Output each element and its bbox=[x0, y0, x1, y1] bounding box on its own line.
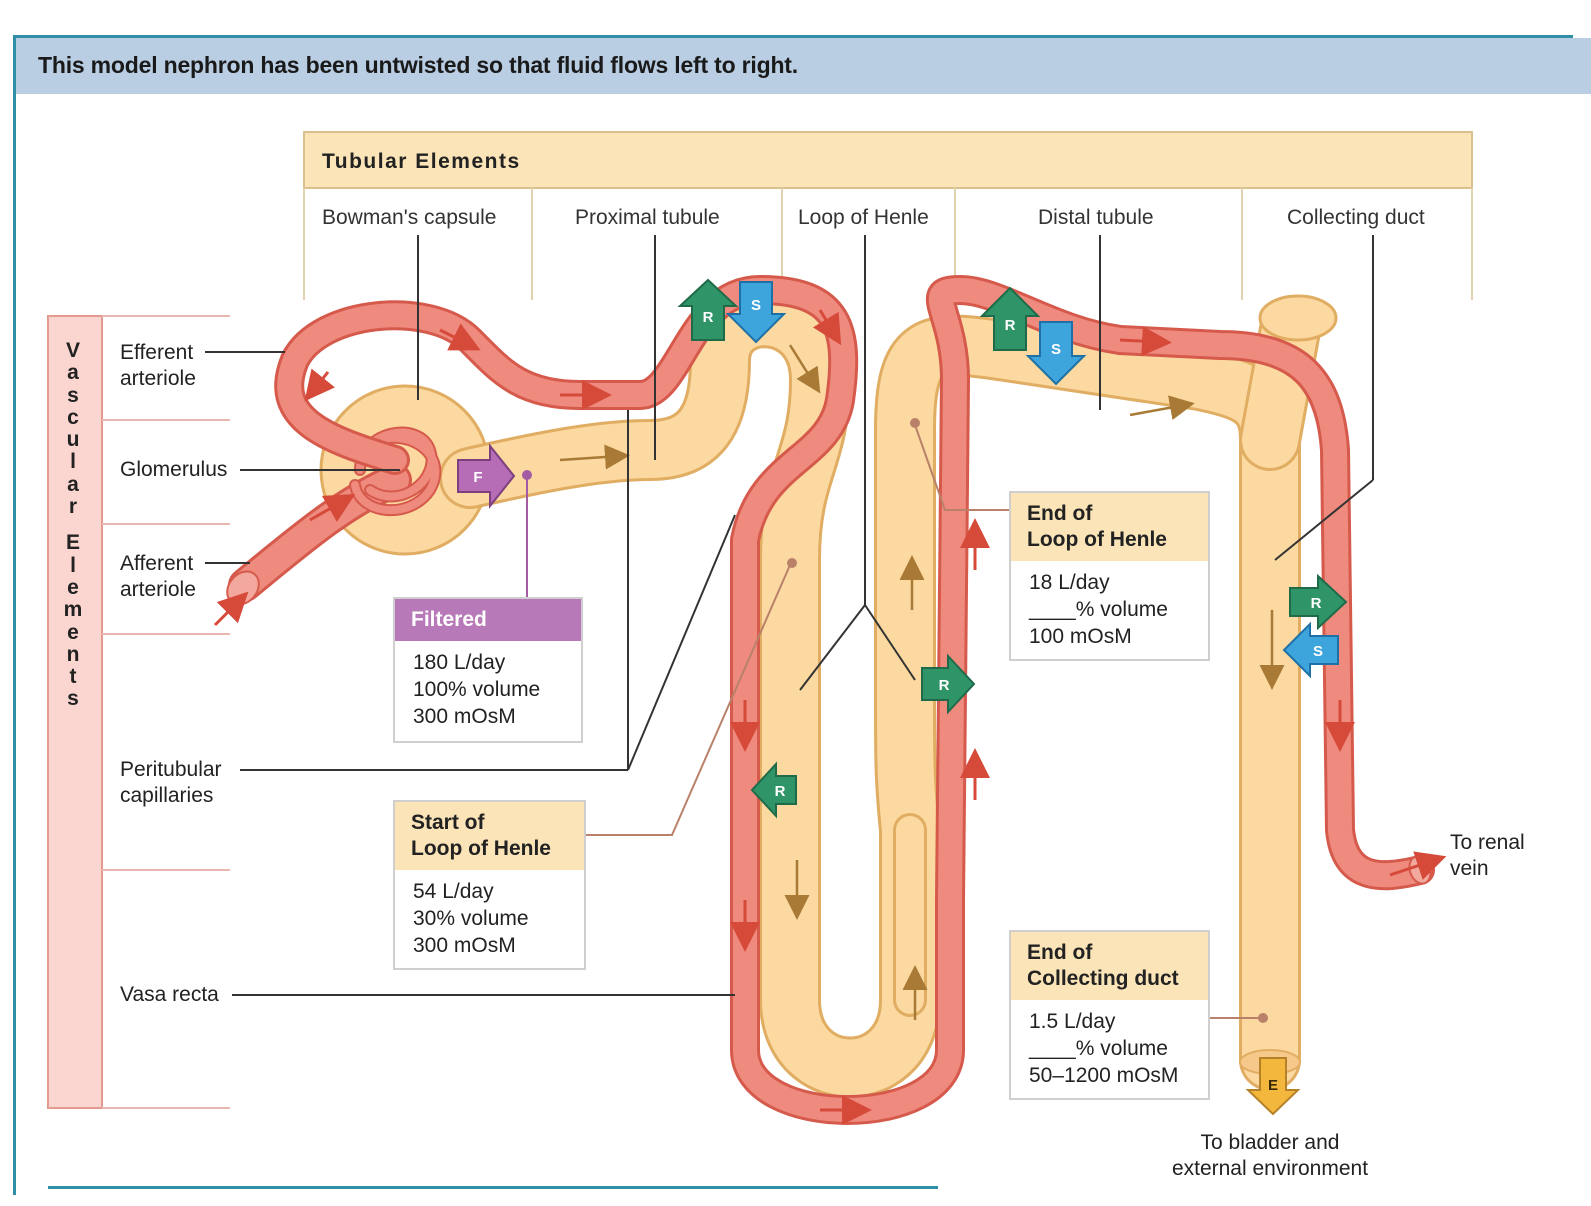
box-filtered-title: Filtered bbox=[395, 599, 581, 641]
figure-frame bbox=[13, 35, 1573, 1195]
reabsorption-arrow-collecting: R bbox=[1289, 573, 1348, 631]
figure-title: This model nephron has been untwisted so… bbox=[38, 52, 798, 78]
bottom-rule bbox=[48, 1186, 938, 1189]
segment-proximal-tubule: Proximal tubule bbox=[575, 206, 720, 229]
excretion-arrow: E bbox=[1245, 1057, 1301, 1116]
svg-text:R: R bbox=[1005, 317, 1016, 334]
box-filtered: Filtered 180 L/day 100% volume 300 mOsM bbox=[393, 597, 583, 743]
tubular-elements-title: Tubular Elements bbox=[322, 150, 521, 173]
reabsorption-arrow-descending: R bbox=[750, 761, 797, 819]
collecting-duct-opening bbox=[1258, 294, 1338, 342]
segment-bowmans-capsule: Bowman's capsule bbox=[322, 206, 497, 229]
svg-text:R: R bbox=[939, 677, 950, 694]
label-glomerulus: Glomerulus bbox=[120, 458, 228, 481]
fluid-flow-arrows bbox=[559, 344, 1285, 1020]
segment-collecting-duct: Collecting duct bbox=[1287, 206, 1425, 229]
secretion-arrow-proximal: S bbox=[725, 281, 787, 344]
box-start-loop-body: 54 L/day 30% volume 300 mOsM bbox=[413, 880, 529, 957]
box-end-loop-body: 18 L/day ____% volume 100 mOsM bbox=[1029, 571, 1168, 648]
secretion-arrow-distal: S bbox=[1025, 321, 1087, 386]
secretion-arrow-collecting: S bbox=[1282, 621, 1339, 679]
svg-text:S: S bbox=[1313, 643, 1323, 660]
reabsorption-arrow-ascending: R bbox=[921, 653, 976, 715]
vascular-elements-title: V a s c u l a r E l e m e n t s bbox=[63, 339, 83, 711]
blood-flow-arrows bbox=[213, 309, 1447, 1125]
svg-text:R: R bbox=[775, 783, 786, 800]
vascular-elements-sidebar bbox=[47, 315, 230, 1109]
reabsorption-arrow-distal: R bbox=[979, 286, 1041, 351]
svg-text:E: E bbox=[1268, 1077, 1278, 1094]
box-end-collecting-body: 1.5 L/day ____% volume 50–1200 mOsM bbox=[1029, 1010, 1179, 1087]
box-filtered-body: 180 L/day 100% volume 300 mOsM bbox=[413, 651, 541, 728]
filtration-arrow: F bbox=[457, 443, 516, 509]
svg-text:R: R bbox=[1311, 595, 1322, 612]
header-bar bbox=[16, 38, 1591, 94]
label-vasa-recta: Vasa recta bbox=[120, 983, 219, 1006]
svg-text:F: F bbox=[473, 469, 482, 486]
leader-lines bbox=[205, 235, 1374, 996]
segment-loop-of-henle: Loop of Henle bbox=[798, 206, 929, 229]
svg-text:S: S bbox=[1051, 341, 1061, 358]
tubular-elements-header bbox=[303, 131, 1473, 300]
segment-distal-tubule: Distal tubule bbox=[1038, 206, 1154, 229]
svg-text:R: R bbox=[703, 309, 714, 326]
reabsorption-arrow-proximal: R bbox=[677, 278, 739, 341]
box-leader-lines bbox=[522, 418, 1268, 1023]
tubule-fill bbox=[442, 289, 1298, 1096]
svg-text:S: S bbox=[751, 297, 761, 314]
